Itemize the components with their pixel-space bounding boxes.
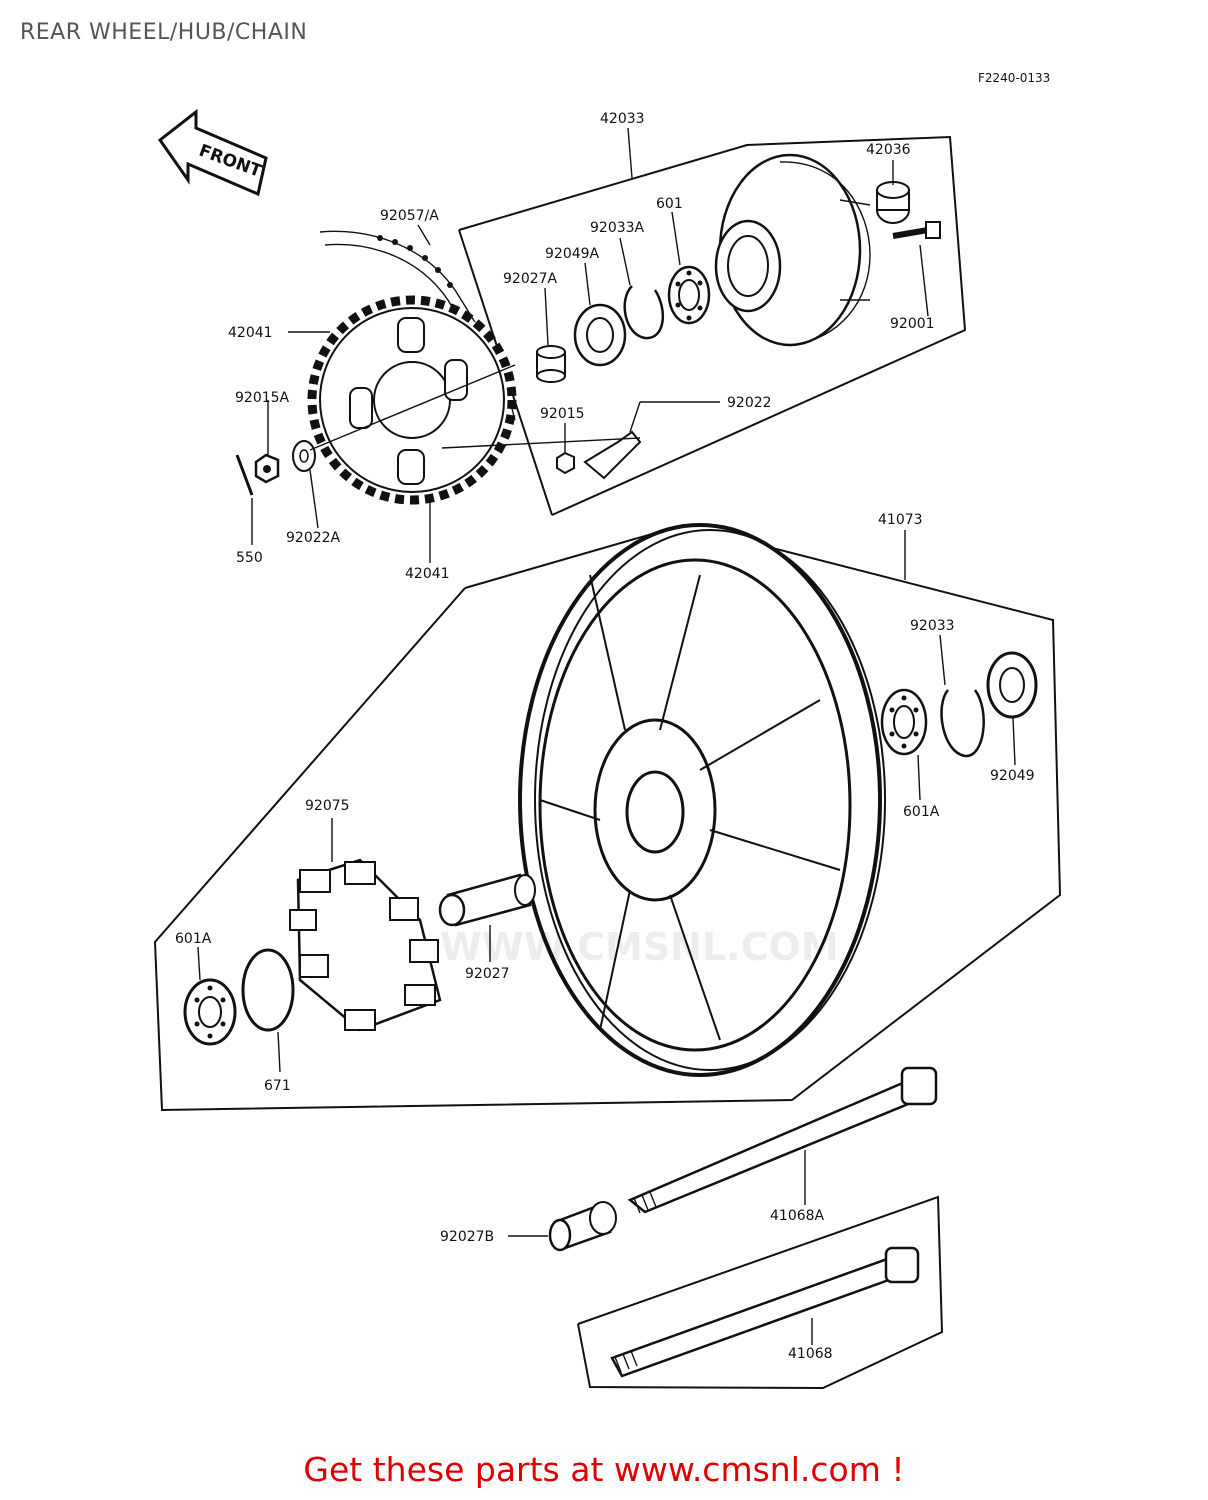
label-92027: 92027: [465, 966, 510, 982]
label-41073: 41073: [878, 512, 923, 528]
hub-frame: [458, 135, 967, 516]
label-42033: 42033: [600, 111, 645, 127]
leader-lines: [197, 127, 1016, 1345]
rear-wheel-41073-icon: [518, 523, 886, 1077]
label-92022A: 92022A: [286, 530, 341, 546]
label-92057A: 92057/A: [380, 208, 439, 224]
label-92015: 92015: [540, 406, 585, 422]
bolt-92001-icon: [892, 221, 941, 239]
front-arrow-icon: FRONT: [157, 108, 268, 197]
promo-link[interactable]: Get these parts at www.cmsnl.com !: [303, 1450, 905, 1489]
axle-41068A-icon: [627, 1066, 938, 1214]
washer-92022A-icon: [292, 440, 316, 472]
label-42041-top: 42041: [228, 325, 273, 341]
axle-frame: [577, 1195, 944, 1390]
label-92001: 92001: [890, 316, 935, 332]
watermark: WWW.CMSNL.COM: [440, 925, 839, 969]
circlip-92033-icon: [940, 689, 985, 758]
cotter-pin-550-icon: [235, 454, 254, 496]
stud-line: [309, 364, 516, 451]
label-92027B: 92027B: [440, 1229, 494, 1245]
nut-92015A-icon: [254, 453, 280, 484]
page-title: REAR WHEEL/HUB/CHAIN: [20, 20, 308, 45]
label-671: 671: [264, 1078, 291, 1094]
oil-seal-92049A-icon: [573, 303, 627, 367]
label-41068A: 41068A: [770, 1208, 825, 1224]
lock-plate-92022-icon: [583, 430, 642, 480]
oil-seal-92049-icon: [986, 651, 1038, 719]
circlip-92033A-icon: [623, 285, 665, 340]
label-92027A: 92027A: [503, 271, 558, 287]
stud-line-2: [441, 437, 641, 449]
label-92075: 92075: [305, 798, 350, 814]
label-92022: 92022: [727, 395, 772, 411]
diagram-code: F2240-0133: [978, 71, 1050, 85]
collar-42036-icon: [876, 181, 910, 224]
damper-92075-icon: [289, 858, 442, 1032]
collar-92027A-icon: [536, 345, 566, 383]
label-92049A: 92049A: [545, 246, 600, 262]
label-92033A: 92033A: [590, 220, 645, 236]
label-41068: 41068: [788, 1346, 833, 1362]
label-42041-bottom: 42041: [405, 566, 450, 582]
label-601A-right: 601A: [903, 804, 940, 820]
label-92015A: 92015A: [235, 390, 290, 406]
collar-92027B-icon: [548, 1201, 617, 1252]
o-ring-671-icon: [241, 948, 295, 1032]
nut-92015-icon: [556, 451, 575, 475]
label-601A-left: 601A: [175, 931, 212, 947]
bearing-601A-left-icon: [183, 978, 237, 1046]
label-92049: 92049: [990, 768, 1035, 784]
label-92033: 92033: [910, 618, 955, 634]
sleeve-92027-icon: [438, 873, 536, 927]
sprocket-42041-icon: [307, 295, 517, 505]
bearing-601A-right-icon: [880, 688, 928, 756]
axle-41068-icon: [610, 1246, 920, 1378]
bearing-601-icon: [667, 265, 711, 325]
label-42036: 42036: [866, 142, 911, 158]
sprocket-hub-42033-icon: [714, 153, 871, 347]
label-601: 601: [656, 196, 683, 212]
label-550: 550: [236, 550, 263, 566]
